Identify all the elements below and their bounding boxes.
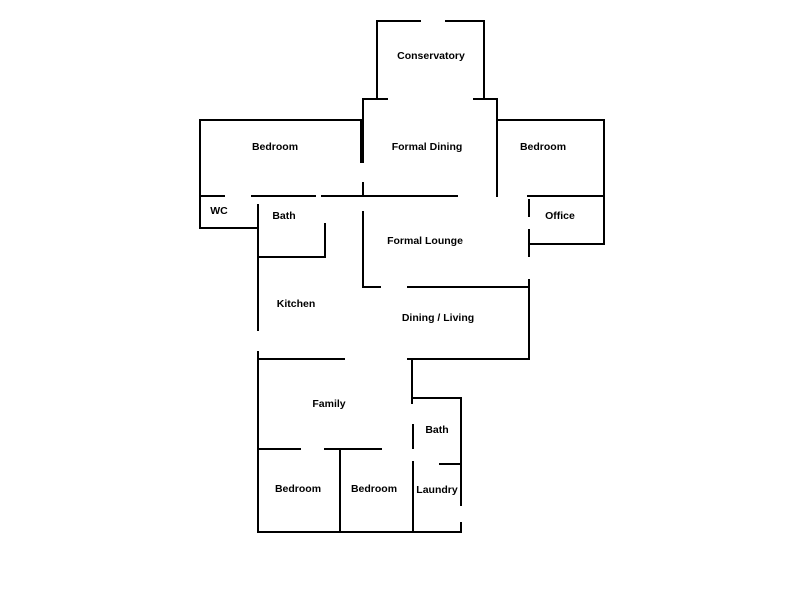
label-office: Office xyxy=(545,210,575,222)
label-formal-dining: Formal Dining xyxy=(392,141,463,153)
label-bath-upper: Bath xyxy=(272,210,295,222)
label-conservatory: Conservatory xyxy=(397,50,465,62)
label-kitchen: Kitchen xyxy=(277,298,316,310)
label-bath-lower: Bath xyxy=(425,424,448,436)
label-wc: WC xyxy=(210,205,228,217)
label-family: Family xyxy=(312,398,345,410)
walls xyxy=(199,20,605,533)
label-laundry: Laundry xyxy=(416,484,458,496)
label-bedroom-bottom-left: Bedroom xyxy=(275,483,321,495)
label-bedroom-right: Bedroom xyxy=(520,141,566,153)
label-dining-living: Dining / Living xyxy=(402,312,474,324)
label-bedroom-bottom-middle: Bedroom xyxy=(351,483,397,495)
room-labels: Conservatory Formal Dining Bedroom Bedro… xyxy=(210,50,575,496)
label-formal-lounge: Formal Lounge xyxy=(387,235,463,247)
label-bedroom-left: Bedroom xyxy=(252,141,298,153)
